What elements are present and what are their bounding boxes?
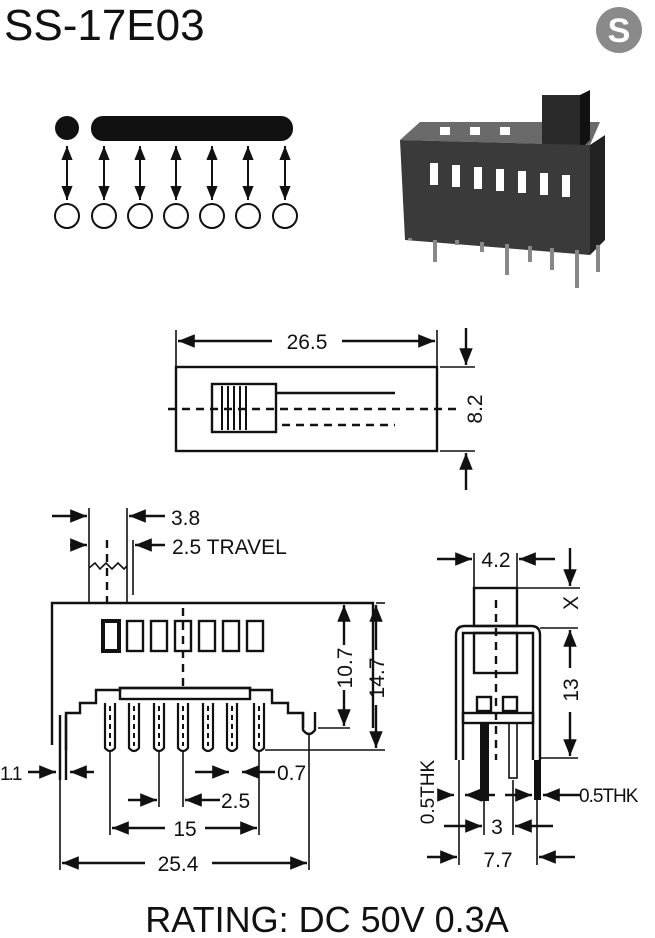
contact-window: [101, 619, 121, 653]
rating-text: RATING: DC 50V 0.3A: [145, 899, 508, 938]
dim-pin-width: 0.7: [277, 762, 306, 785]
side-view: 4.2 X 13 0.5THK 0.5THK 3 7.7: [418, 548, 640, 872]
dim-pin-row-spacing: 3: [491, 816, 503, 839]
terminal-pin: [201, 703, 215, 753]
dim-thickness-right: 0.5THK: [579, 786, 639, 807]
dim-side-actuator-width: 4.2: [481, 549, 510, 572]
dim-pin-span: 15: [173, 818, 196, 841]
dim-thickness-left: 0.5THK: [418, 759, 439, 824]
schematic-terminal: [54, 146, 80, 229]
brand-logo: S: [596, 7, 642, 53]
contact-window: [221, 619, 241, 653]
top-view: 26.5 8.2: [168, 328, 487, 490]
dim-top-length: 26.5: [287, 331, 328, 354]
terminal-pin: [127, 703, 141, 753]
terminal-pin: [152, 703, 166, 753]
dim-mount-pin-width: 1.1: [0, 764, 22, 785]
contact-window: [245, 619, 265, 653]
schematic-terminal: [127, 146, 153, 229]
dim-travel: 2.5 TRAVEL: [172, 536, 287, 559]
contact-window: [125, 619, 145, 653]
terminal-pin: [103, 703, 117, 753]
front-view: 3.8 2.5 TRAVEL 10.7 14.7 1.1 0.7 2.5: [0, 507, 389, 876]
contact-window: [197, 619, 217, 653]
dim-mount-span: 25.4: [158, 853, 199, 876]
dim-total-height: 14.7: [366, 658, 389, 699]
dim-actuator-height: X: [560, 596, 583, 610]
terminal-pin: [225, 703, 239, 753]
dim-body-height: 10.7: [334, 648, 357, 689]
dim-top-width: 8.2: [464, 394, 487, 423]
terminal-pin: [176, 703, 190, 753]
schematic-terminal: [272, 146, 298, 229]
dim-pin-pitch: 2.5: [221, 790, 250, 813]
schematic-terminal: [235, 146, 261, 229]
schematic-terminal: [91, 146, 117, 229]
schematic-terminal: [199, 146, 225, 229]
circuit-schematic: [54, 116, 298, 229]
logo-letter: S: [608, 12, 631, 50]
dim-side-height: 13: [560, 678, 583, 701]
switch-3d-illustration: [400, 90, 605, 288]
dim-actuator-width: 3.8: [171, 507, 200, 530]
dim-side-mount-span: 7.7: [483, 849, 512, 872]
contact-window: [149, 619, 169, 653]
schematic-terminal: [163, 146, 189, 229]
terminal-pin: [252, 703, 266, 753]
part-number-title: SS-17E03: [4, 1, 205, 50]
